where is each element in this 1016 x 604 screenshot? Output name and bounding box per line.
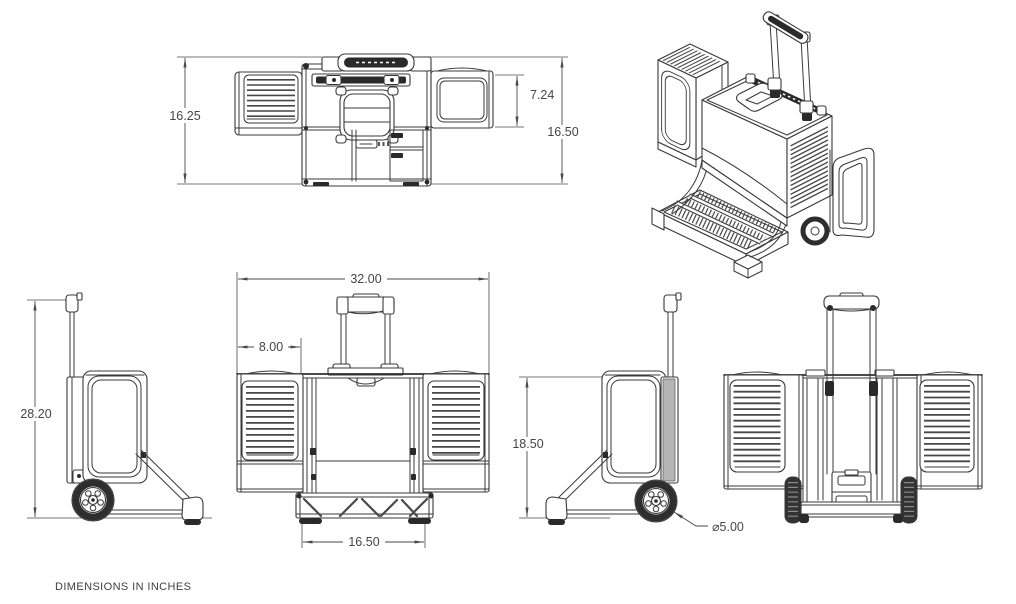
- top-view: 16.25 7.24 16.50: [166, 53, 583, 187]
- iso-right-pod: [829, 147, 875, 238]
- dim-top-overall-height-left: 16.25: [169, 109, 200, 123]
- rear-view: [723, 292, 983, 524]
- top-main-body: [301, 53, 432, 187]
- front-left-wing: [236, 370, 304, 493]
- top-left-slat-pod: [234, 71, 303, 136]
- top-right-pod: [430, 67, 494, 129]
- right-side-view: 18.50 ⌀5.00: [508, 292, 744, 534]
- dim-top-overall-height-right: 16.50: [547, 125, 578, 139]
- iso-wheel: [800, 216, 830, 246]
- dim-wheel-diameter: ⌀5.00: [712, 520, 744, 534]
- carry-handle: [335, 86, 399, 144]
- dim-front-overall-width: 32.00: [350, 272, 381, 286]
- dim-front-pod-width: 8.00: [259, 340, 283, 354]
- left-view-wheel: [71, 478, 115, 522]
- drawing-note: DIMENSIONS IN INCHES: [55, 581, 191, 593]
- right-view-wheel: [634, 479, 678, 523]
- front-handle: [327, 293, 404, 376]
- dim-top-pod-depth: 7.24: [530, 88, 554, 102]
- dim-right-case-height: 18.50: [512, 437, 543, 451]
- rear-telescoping-handle: [823, 292, 880, 475]
- dim-left-overall-height: 28.20: [20, 407, 51, 421]
- front-base-tray: [295, 492, 434, 524]
- dim-front-base-width: 16.50: [348, 535, 379, 549]
- left-side-view: 28.20: [16, 292, 212, 525]
- rear-right-wing: [916, 371, 983, 490]
- front-right-wing: [422, 370, 490, 493]
- rear-left-wing: [723, 371, 804, 490]
- rear-wheels: [784, 476, 918, 524]
- iso-telescoping-handle: [762, 11, 814, 121]
- isometric-view: [651, 11, 875, 279]
- front-view: 32.00 8.00 16.50: [236, 272, 490, 549]
